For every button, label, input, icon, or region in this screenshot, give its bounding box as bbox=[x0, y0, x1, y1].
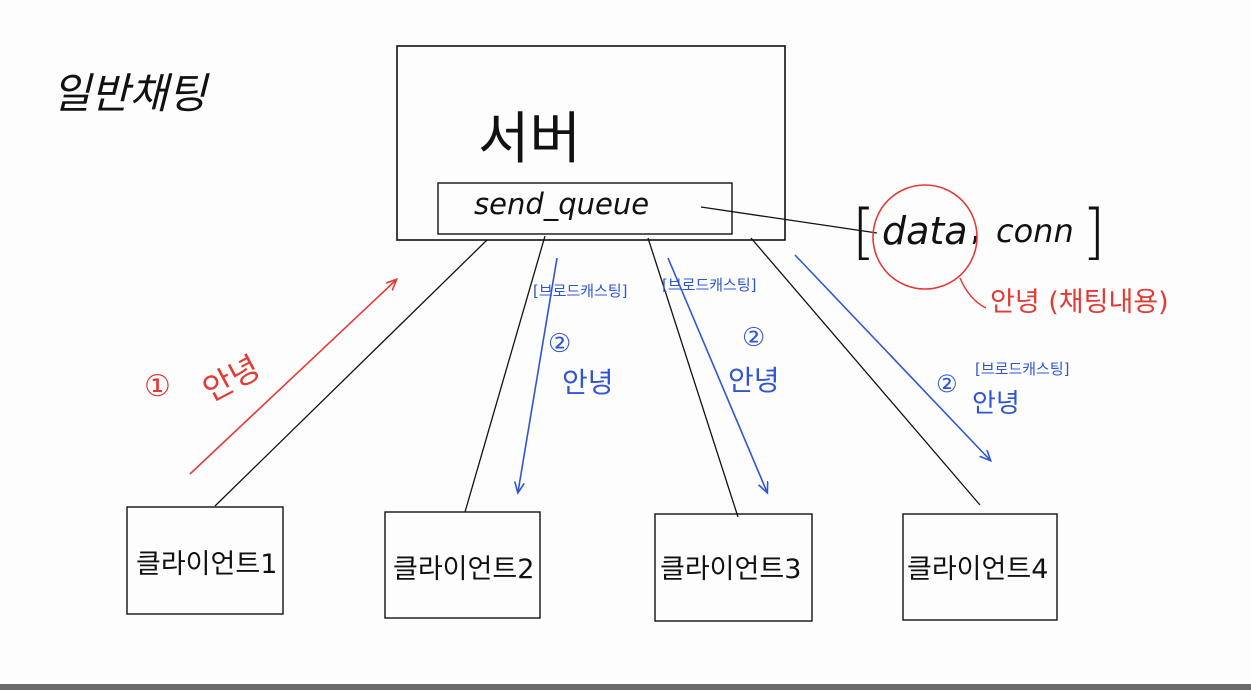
broadcast-step-1: ② bbox=[548, 329, 571, 359]
connection-line-1 bbox=[214, 239, 488, 507]
message-data-label: data bbox=[882, 209, 968, 253]
connection-line-4 bbox=[750, 237, 981, 506]
message-close-bracket: ] bbox=[1082, 197, 1105, 267]
broadcast-text-2: 안녕 bbox=[728, 364, 780, 397]
broadcast-arrow-1 bbox=[518, 257, 558, 492]
connection-line-2 bbox=[464, 235, 546, 513]
data-highlight-circle bbox=[872, 184, 978, 290]
broadcast-text-3: 안녕 bbox=[972, 389, 1020, 419]
connection-line-3 bbox=[647, 237, 739, 518]
message-open-bracket: [ bbox=[852, 197, 875, 267]
client-label-3: 클라이언트3 bbox=[660, 554, 801, 585]
client-box-4 bbox=[902, 513, 1058, 621]
client-box-2 bbox=[384, 511, 541, 619]
message-separator: , bbox=[970, 209, 981, 249]
broadcast-step-3: ② bbox=[936, 370, 958, 398]
server-label: 서버 bbox=[478, 107, 581, 172]
broadcast-tag-3: [브로드캐스팅] bbox=[975, 360, 1070, 378]
server-box bbox=[396, 45, 786, 241]
send-text: 안녕 bbox=[196, 348, 266, 409]
broadcast-tag-1: [브로드캐스팅] bbox=[533, 282, 628, 300]
broadcast-arrow-3 bbox=[794, 254, 990, 460]
broadcast-text-1: 안녕 bbox=[562, 366, 614, 399]
queue-message-connector bbox=[700, 206, 878, 234]
message-conn-label: conn bbox=[996, 212, 1074, 250]
send-arrow bbox=[189, 280, 396, 475]
broadcast-step-2: ② bbox=[742, 323, 765, 353]
broadcast-tag-2: [브로드캐스팅] bbox=[662, 276, 757, 294]
client-label-2: 클라이언트2 bbox=[393, 554, 534, 585]
send-step: ① bbox=[144, 369, 171, 404]
broadcast-arrow-2 bbox=[667, 257, 767, 492]
client-box-1 bbox=[126, 506, 284, 615]
window-bottom-frame bbox=[0, 684, 1251, 690]
client-label-4: 클라이언트4 bbox=[907, 554, 1048, 585]
client-box-3 bbox=[654, 513, 813, 622]
client-label-1: 클라이언트1 bbox=[136, 549, 277, 580]
diagram-title: 일반채팅 bbox=[52, 69, 210, 118]
data-note: 안녕 (채팅내용) bbox=[990, 287, 1169, 318]
data-note-pointer bbox=[959, 277, 987, 309]
send-queue-box bbox=[437, 182, 733, 235]
send-queue-label: send_queue bbox=[474, 187, 649, 221]
